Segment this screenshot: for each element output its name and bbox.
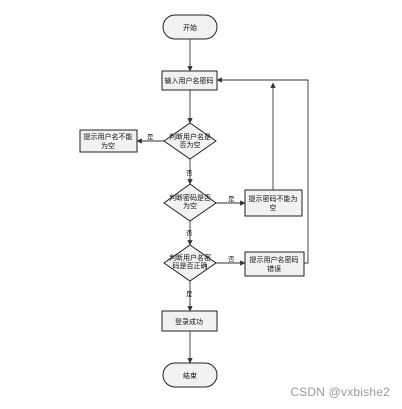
username-empty-msg-shape bbox=[79, 129, 138, 153]
node-wrong-msg: 提示用户名密码 错误 bbox=[244, 251, 305, 277]
node-check-username: 判断用户名是 否为空 bbox=[163, 122, 217, 160]
check-match-label-line-1: 判断用户名密 bbox=[169, 253, 211, 262]
node-password-empty-msg: 提示密码不能为 空 bbox=[244, 189, 303, 217]
end-label: 结束 bbox=[183, 371, 197, 380]
edge-label-match-yes: 是 bbox=[186, 290, 193, 298]
end-terminator-shape bbox=[162, 362, 218, 388]
start-label: 开始 bbox=[183, 23, 197, 32]
check-username-label-line-2: 否为空 bbox=[180, 140, 201, 149]
check-match-decision-shape bbox=[163, 244, 217, 282]
password-empty-msg-shape bbox=[244, 189, 303, 217]
input-label: 输入用户名密码 bbox=[165, 76, 214, 85]
node-check-password: 判断密码是否 为空 bbox=[163, 183, 217, 222]
wrong-msg-line-2: 错误 bbox=[267, 264, 281, 273]
edge-labels: 是 否 是 否 否 是 bbox=[147, 133, 235, 298]
success-process-shape bbox=[161, 310, 218, 332]
success-label: 登录成功 bbox=[175, 317, 203, 326]
check-username-decision-shape bbox=[163, 122, 217, 160]
start-terminator-shape bbox=[162, 14, 218, 40]
edge-label-password-no: 否 bbox=[186, 229, 193, 237]
username-empty-msg-line-2: 为空 bbox=[101, 141, 115, 150]
node-success: 登录成功 bbox=[161, 310, 218, 332]
password-empty-msg-line-2: 空 bbox=[270, 203, 277, 212]
check-password-decision-shape bbox=[163, 183, 217, 222]
watermark: CSDN @vxbishe2 bbox=[290, 385, 390, 399]
edges bbox=[136, 39, 309, 364]
check-password-label-line-2: 为空 bbox=[183, 201, 197, 210]
wrong-msg-shape bbox=[244, 251, 305, 277]
edge-label-username-yes: 是 bbox=[147, 133, 154, 141]
edge-label-username-no: 否 bbox=[186, 169, 193, 177]
wrong-msg-line-1: 提示用户名密码 bbox=[250, 255, 299, 264]
check-match-label-line-2: 码是否正确 bbox=[173, 261, 208, 270]
node-start: 开始 bbox=[162, 14, 218, 40]
node-input: 输入用户名密码 bbox=[161, 70, 218, 91]
password-empty-msg-line-1: 提示密码不能为 bbox=[249, 194, 298, 203]
input-process-shape bbox=[161, 70, 218, 91]
edge-label-match-no: 否 bbox=[228, 255, 235, 263]
edge-wrong-msg-to-input bbox=[216, 77, 309, 264]
node-check-match: 判断用户名密 码是否正确 bbox=[163, 244, 217, 282]
node-end: 结束 bbox=[162, 362, 218, 388]
check-username-label-line-1: 判断用户名是 bbox=[169, 132, 211, 141]
check-password-label-line-1: 判断密码是否 bbox=[169, 193, 211, 202]
node-username-empty-msg: 提示用户名不能 为空 bbox=[79, 129, 138, 153]
edge-label-password-yes: 是 bbox=[228, 195, 235, 203]
username-empty-msg-line-1: 提示用户名不能 bbox=[84, 132, 133, 141]
